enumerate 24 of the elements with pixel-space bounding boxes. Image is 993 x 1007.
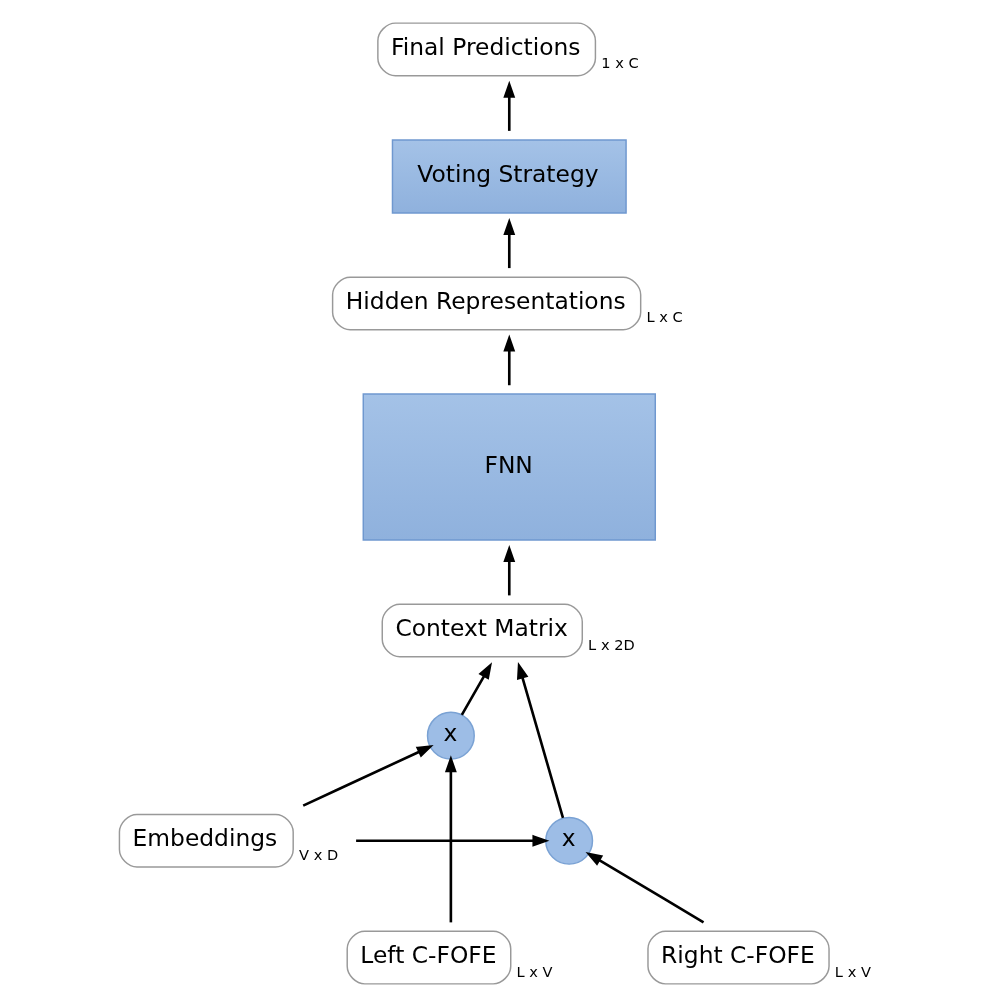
node-label: L x C (646, 308, 683, 326)
node-label: V x D (299, 845, 339, 863)
arrow (503, 80, 516, 131)
node-label: 1 x C (601, 54, 639, 72)
node-label: L x V (834, 962, 871, 980)
node-box: Left C-FOFE (346, 930, 512, 985)
arrow (460, 662, 493, 716)
arrow (516, 662, 565, 819)
arrow (356, 834, 550, 847)
node-box: Embeddings (118, 813, 294, 868)
node-circle: x (426, 711, 475, 760)
node-label: L x V (516, 962, 553, 980)
node-box: Right C-FOFE (647, 930, 830, 985)
node-label: L x 2D (588, 635, 635, 653)
node-box: Context Matrix (381, 603, 583, 658)
node-circle: x (545, 816, 594, 865)
node-box: Hidden Representations (331, 276, 642, 331)
arrow (503, 218, 516, 269)
node-box: Final Predictions (377, 22, 597, 77)
arrow (585, 852, 705, 924)
arrow (503, 545, 516, 596)
arrow (503, 334, 516, 386)
arrow (302, 745, 434, 807)
arrow (444, 755, 457, 923)
